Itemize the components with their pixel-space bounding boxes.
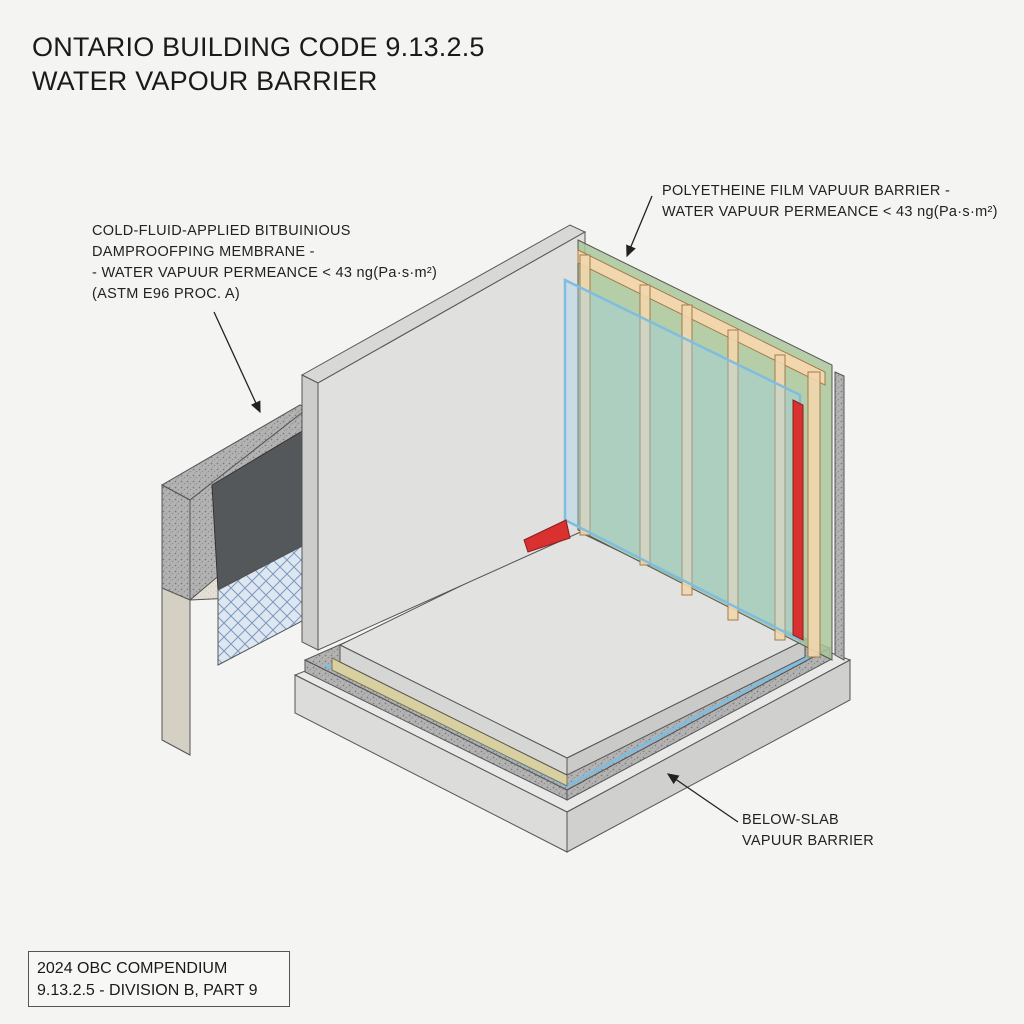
dampproofing-label: COLD-FLUID-APPLIED BITBUINIOUS DAMPROOFP… xyxy=(92,221,437,305)
reference-box: 2024 OBC COMPENDIUM 9.13.2.5 - DIVISION … xyxy=(28,951,290,1007)
stud-wall xyxy=(523,239,845,661)
poly-vapour-barrier xyxy=(563,277,802,643)
reference-line-2: 9.13.2.5 - DIVISION B, PART 9 xyxy=(37,982,258,999)
polyethylene-label-line-1: POLYETHEINE FILM VAPUUR BARRIER - xyxy=(662,183,951,199)
diagram-title: ONTARIO BUILDING CODE 9.13.2.5 WATER VAP… xyxy=(32,30,485,98)
dampproofing-label-line-1: COLD-FLUID-APPLIED BITBUINIOUS xyxy=(92,223,351,239)
dampproofing-label-line-3: - WATER VAPUUR PERMEANCE < 43 ng(Pa·s·m²… xyxy=(92,265,438,281)
studs xyxy=(579,254,821,658)
dampproofing-label-line-2: DAMPROOFPING MEMBRANE - xyxy=(92,244,315,260)
dampproofing-arrow xyxy=(213,311,261,414)
below-slab-label-line-2: VAPUUR BARRIER xyxy=(742,833,875,849)
reference-line-1: 2024 OBC COMPENDIUM xyxy=(37,960,228,977)
poly-arrow xyxy=(626,195,653,258)
leader-arrows xyxy=(213,195,739,823)
polyethylene-label: POLYETHEINE FILM VAPUUR BARRIER - WATER … xyxy=(662,181,998,223)
sealant-bead-right xyxy=(792,399,804,641)
foundation-wall xyxy=(300,224,587,651)
below-slab-arrow xyxy=(666,773,739,823)
title-line-1: ONTARIO BUILDING CODE 9.13.2.5 xyxy=(32,32,485,62)
foundation-wall-section xyxy=(160,404,310,756)
sealant-bead-left xyxy=(523,519,571,553)
below-slab-label-line-1: BELOW-SLAB xyxy=(742,812,840,828)
below-slab-label: BELOW-SLAB VAPUUR BARRIER xyxy=(742,810,874,852)
title-line-2: WATER VAPOUR BARRIER xyxy=(32,66,378,96)
dampproofing-label-line-4: (ASTM E96 PROC. A) xyxy=(92,286,241,302)
polyethylene-label-line-2: WATER VAPUUR PERMEANCE < 43 ng(Pa·s·m²) xyxy=(662,204,998,220)
